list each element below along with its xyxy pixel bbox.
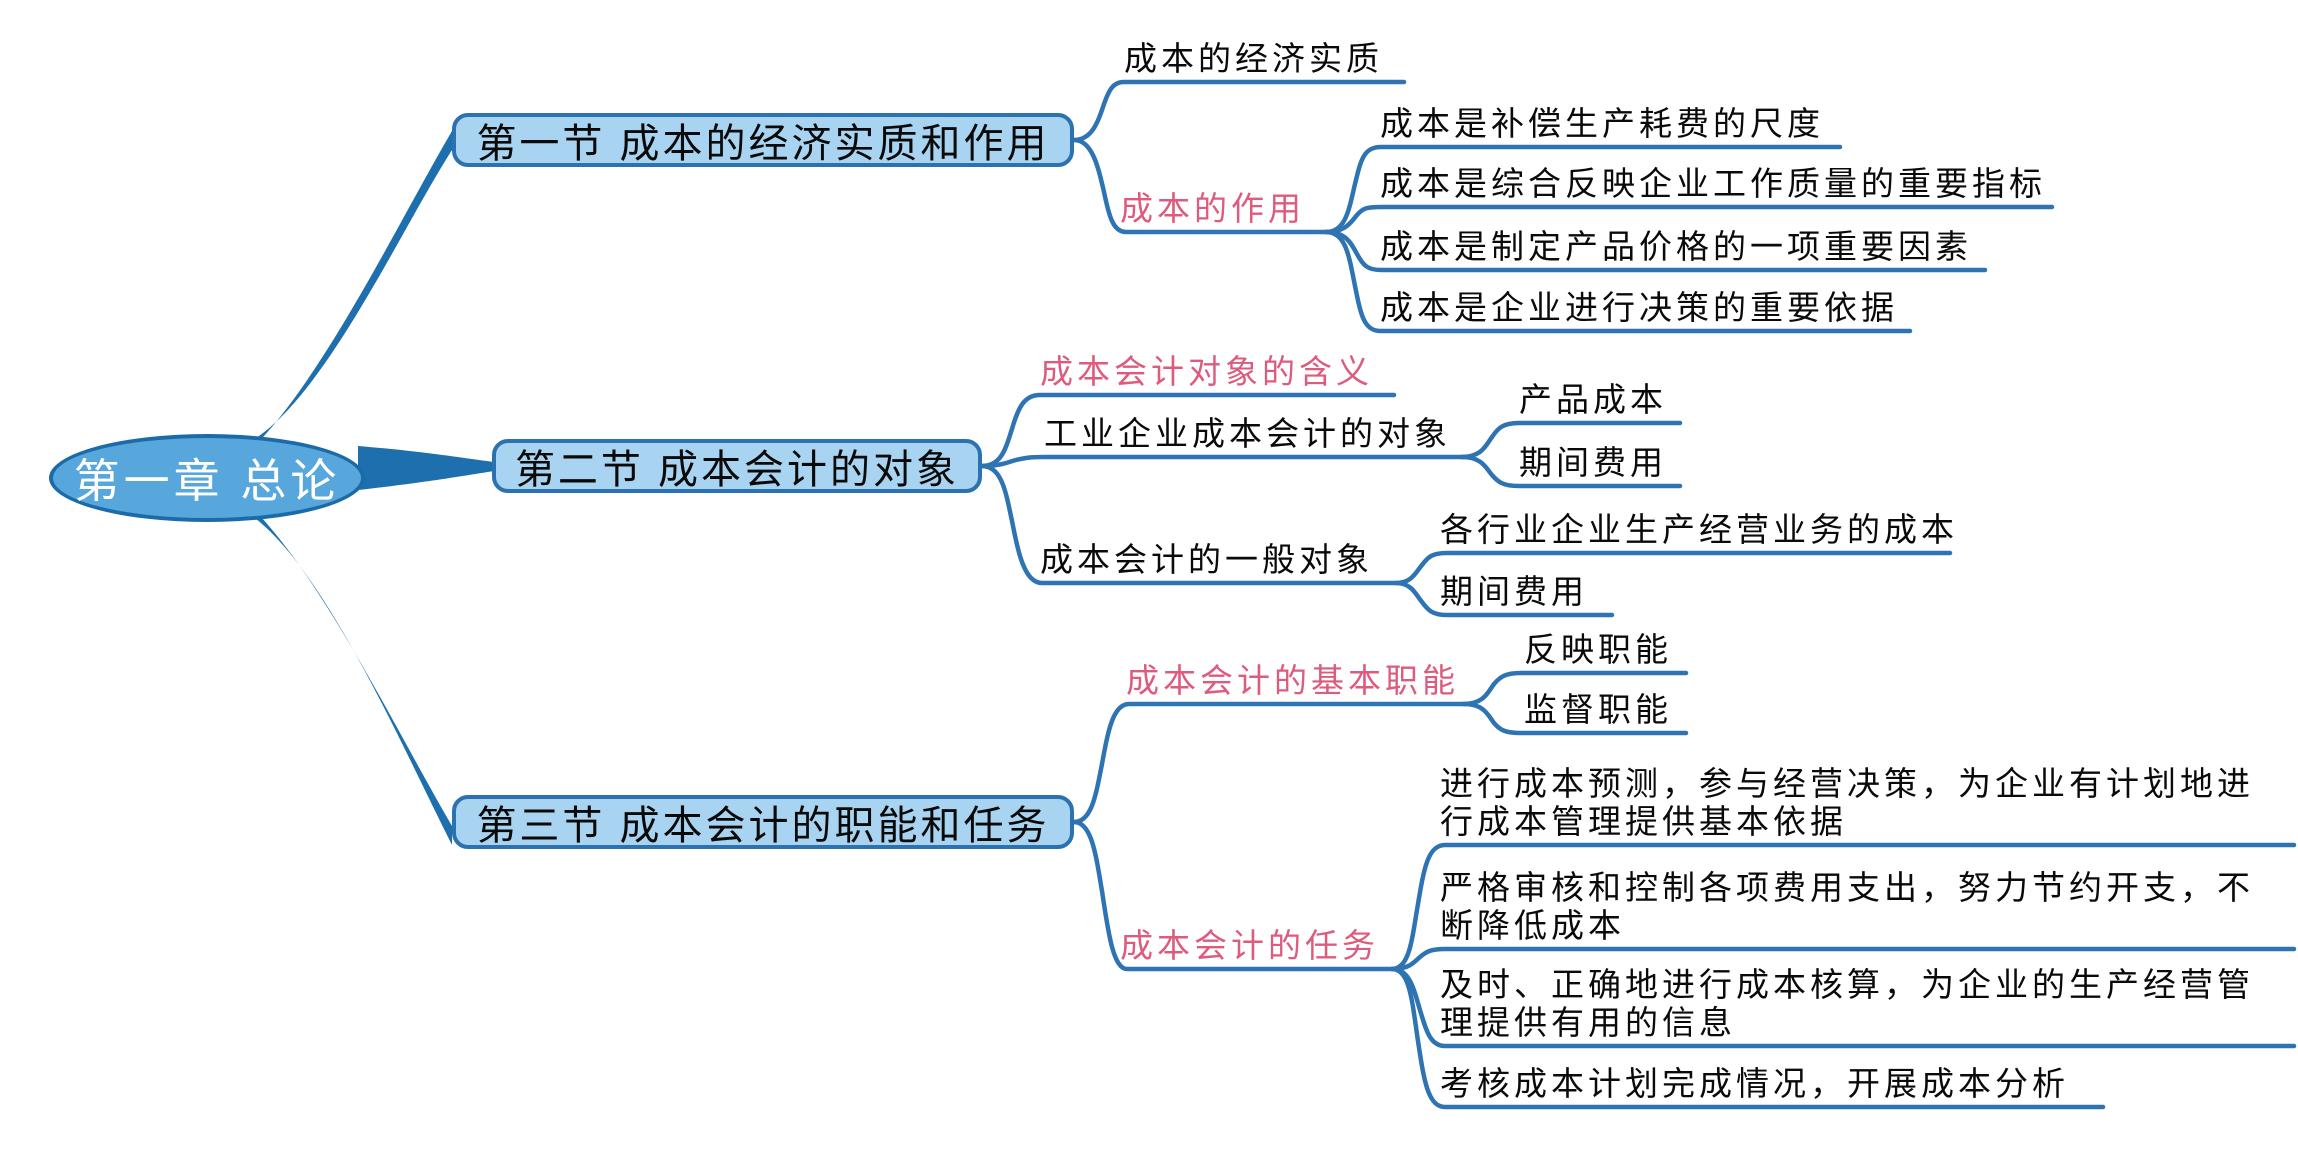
connector-industrial (979, 454, 1465, 469)
label-supervise-function[interactable]: 监督职能 (1524, 691, 1672, 728)
connector-general (979, 463, 1399, 586)
label-period-expense-1[interactable]: 期间费用 (1519, 444, 1667, 481)
label-task1[interactable]: 进行成本预测，参与经营决策，为企业有计划地进行成本管理提供基本依据 (1440, 765, 2254, 840)
label-reflect-function[interactable]: 反映职能 (1524, 631, 1672, 668)
label-period-expense-2[interactable]: 期间费用 (1440, 573, 1588, 610)
connector-essence (1071, 79, 1407, 143)
label-industrial-object[interactable]: 工业企业成本会计的对象 (1044, 415, 1451, 452)
connector-task4 (1389, 966, 2106, 1110)
connector-task2 (1389, 946, 2297, 972)
label-object-meaning[interactable]: 成本会计对象的含义 (1040, 353, 1373, 390)
connector-industry-cost (1393, 550, 1953, 586)
label-cost-role[interactable]: 成本的作用 (1120, 190, 1305, 227)
connector-role-item1 (1323, 144, 1843, 235)
root-topic[interactable]: 第一章 总论 (49, 434, 365, 522)
node-section1[interactable]: 第一节 成本的经济实质和作用 (452, 113, 1074, 167)
connector-role-item3 (1323, 229, 1988, 273)
connector-tasks (1071, 819, 1395, 972)
connector-period-expense1 (1459, 454, 1683, 489)
label-task2[interactable]: 严格审核和控制各项费用支出，努力节约开支，不断降低成本 (1440, 869, 2254, 944)
label-role-item2[interactable]: 成本是综合反映企业工作质量的重要指标 (1380, 165, 2046, 202)
label-role-item3[interactable]: 成本是制定产品价格的一项重要因素 (1380, 228, 1972, 265)
root-branch-section1 (224, 131, 452, 472)
label-task3[interactable]: 及时、正确地进行成本核算，为企业的生产经营管理提供有用的信息 (1440, 966, 2254, 1041)
node-section2[interactable]: 第二节 成本会计的对象 (492, 439, 982, 493)
connector-task1 (1389, 842, 2297, 972)
root-branch-section2 (358, 446, 494, 490)
connector-basic-functions (1071, 701, 1467, 825)
label-cost-economic-essence[interactable]: 成本的经济实质 (1124, 40, 1383, 77)
label-basic-functions[interactable]: 成本会计的基本职能 (1126, 662, 1459, 699)
label-general-object[interactable]: 成本会计的一般对象 (1040, 541, 1373, 578)
label-product-cost[interactable]: 产品成本 (1519, 381, 1667, 418)
label-task4[interactable]: 考核成本计划完成情况，开展成本分析 (1440, 1065, 2069, 1102)
connector-product-cost (1459, 420, 1683, 460)
node-section3[interactable]: 第三节 成本会计的职能和任务 (452, 795, 1074, 849)
connector-supervise (1461, 701, 1689, 736)
label-role-item1[interactable]: 成本是补偿生产耗费的尺度 (1380, 105, 1824, 142)
connector-period-expense2 (1393, 580, 1615, 618)
connector-role (1071, 137, 1329, 235)
label-role-item4[interactable]: 成本是企业进行决策的重要依据 (1380, 289, 1898, 326)
label-industry-business-cost[interactable]: 各行业企业生产经营业务的成本 (1440, 511, 1958, 548)
connector-role-item2 (1323, 204, 2055, 235)
connector-meaning (979, 392, 1397, 469)
label-tasks[interactable]: 成本会计的任务 (1120, 927, 1379, 964)
connector-role-item4 (1323, 229, 1913, 334)
root-branch-section3 (224, 484, 452, 845)
connector-reflect (1461, 670, 1689, 707)
